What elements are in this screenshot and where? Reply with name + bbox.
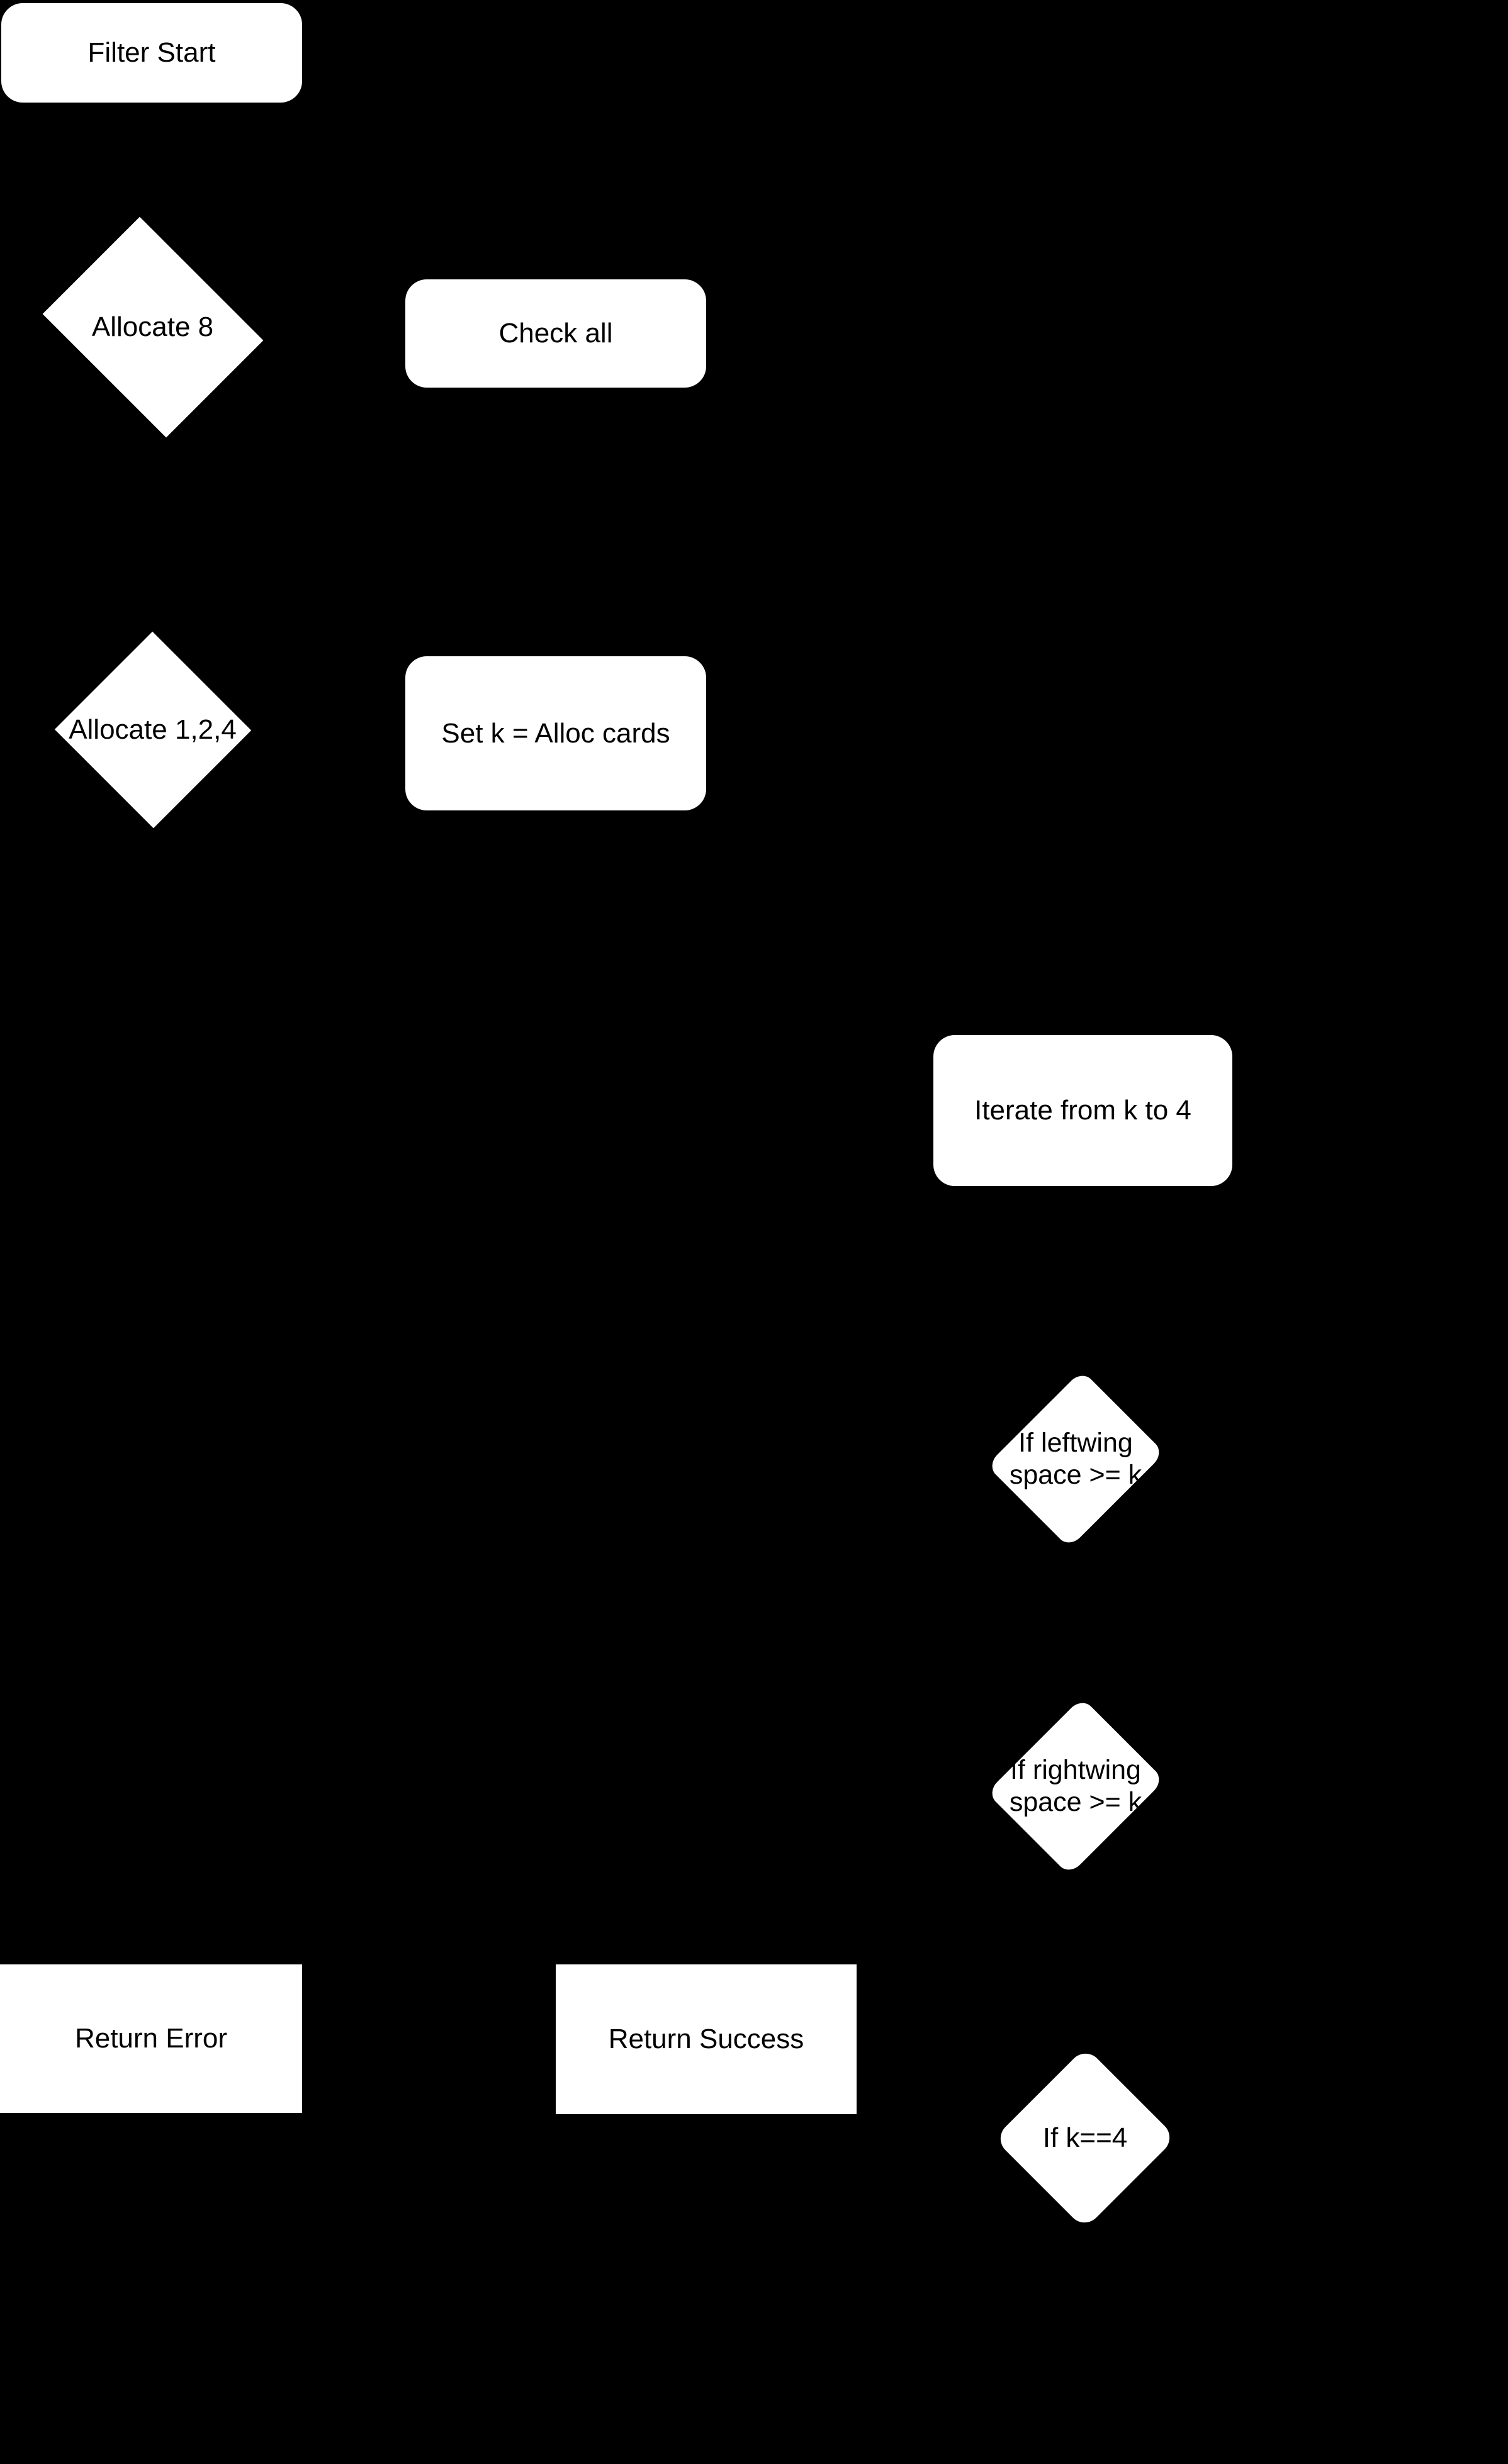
node-if-rightwing-space[interactable]: If rightwing space >= k bbox=[986, 1691, 1165, 1881]
node-label-return-error: Return Error bbox=[74, 2023, 228, 2054]
node-if-k-equals-4[interactable]: If k==4 bbox=[994, 2046, 1176, 2230]
node-return-success[interactable]: Return Success bbox=[556, 1964, 857, 2114]
node-return-error[interactable]: Return Error bbox=[0, 1964, 302, 2113]
node-allocate-8[interactable]: Allocate 8 bbox=[28, 216, 277, 438]
node-label-iterate-from-k-to-4: Iterate from k to 4 bbox=[974, 1095, 1191, 1126]
node-allocate-124[interactable]: Allocate 1,2,4 bbox=[53, 631, 252, 829]
node-label-check-all: Check all bbox=[498, 318, 613, 349]
diamond-shape-allocate-8 bbox=[42, 216, 263, 438]
diamond-shape-allocate-124 bbox=[54, 631, 251, 829]
node-label-filter-start: Filter Start bbox=[87, 37, 216, 69]
diamond-shape-if-rightwing-space bbox=[986, 1697, 1165, 1876]
node-label-set-k-alloc-cards: Set k = Alloc cards bbox=[441, 717, 670, 749]
node-label-return-success: Return Success bbox=[608, 2024, 804, 2055]
node-set-k-alloc-cards[interactable]: Set k = Alloc cards bbox=[405, 656, 706, 810]
node-if-leftwing-space[interactable]: If leftwing space >= k bbox=[986, 1364, 1165, 1554]
node-iterate-from-k-to-4[interactable]: Iterate from k to 4 bbox=[933, 1035, 1232, 1186]
node-check-all[interactable]: Check all bbox=[405, 279, 706, 388]
diamond-shape-if-k-equals-4 bbox=[994, 2047, 1176, 2229]
diamond-shape-if-leftwing-space bbox=[986, 1370, 1165, 1548]
node-filter-start[interactable]: Filter Start bbox=[1, 3, 302, 103]
